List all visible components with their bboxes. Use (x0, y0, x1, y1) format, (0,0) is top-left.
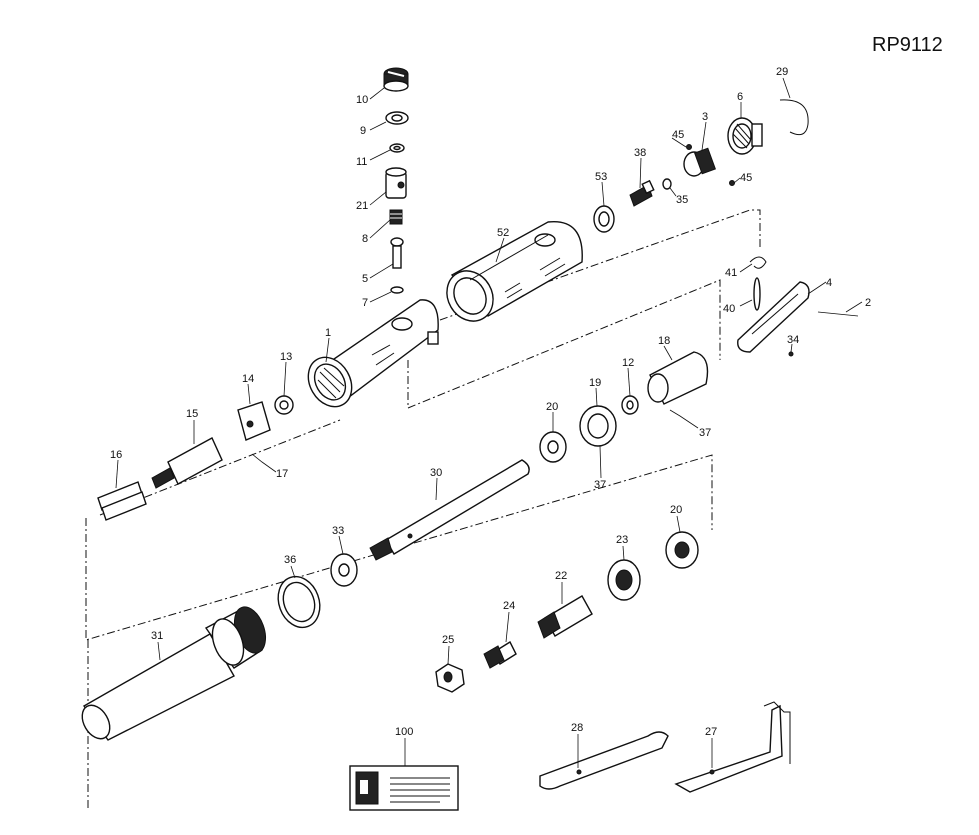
part-8-spring (389, 209, 403, 225)
part-35-oring (662, 178, 672, 190)
part-25-nut (435, 663, 465, 693)
label-part-37-lower: 37 (594, 479, 606, 491)
part-13-bearing (274, 395, 294, 415)
part-10-cap-screw (383, 67, 409, 92)
part-23-gear (607, 559, 641, 601)
part-5-plunger (390, 237, 404, 269)
model-code: RP9112 (872, 34, 943, 56)
assembly-line-housing (439, 209, 761, 321)
label-part-45-top: 45 (672, 129, 684, 141)
label-part-45-bottom: 45 (740, 172, 752, 184)
part-18-cylinder (647, 351, 709, 405)
part-38-valve (629, 179, 655, 207)
part-2-pin (817, 311, 859, 317)
label-part-29: 29 (776, 66, 788, 78)
label-part-8: 8 (362, 233, 368, 245)
label-part-14: 14 (242, 373, 254, 385)
label-part-13: 13 (280, 351, 292, 363)
label-part-22: 22 (555, 570, 567, 582)
label-part-20-lower: 20 (670, 504, 682, 516)
part-1-motor-housing (307, 299, 439, 408)
label-part-5: 5 (362, 273, 368, 285)
part-12-bearing (621, 395, 639, 415)
label-part-24: 24 (503, 600, 515, 612)
part-labels: 10 9 11 21 8 5 7 1 52 53 38 35 3 6 29 45… (110, 66, 871, 738)
part-33-washer (330, 553, 358, 587)
part-41-spring-clip (749, 256, 767, 269)
part-34-pin (788, 351, 794, 357)
part-16-vanes (97, 481, 147, 521)
label-part-35: 35 (676, 194, 688, 206)
label-part-16: 16 (110, 449, 122, 461)
part-21-valve-body (385, 167, 407, 199)
part-40-pin (753, 277, 761, 311)
part-24-collet (483, 640, 517, 669)
label-part-37-right: 37 (699, 427, 711, 439)
label-part-4: 4 (826, 277, 832, 289)
part-19-gear (579, 405, 617, 447)
label-part-6: 6 (737, 91, 743, 103)
label-part-38: 38 (634, 147, 646, 159)
label-part-41: 41 (725, 267, 737, 279)
leader-lines (115, 77, 863, 768)
label-part-15: 15 (186, 408, 198, 420)
label-part-9: 9 (360, 125, 366, 137)
label-part-18: 18 (658, 335, 670, 347)
label-part-52: 52 (497, 227, 509, 239)
label-part-28: 28 (571, 722, 583, 734)
part-20-bearing-lower (665, 531, 699, 569)
label-part-7: 7 (362, 297, 368, 309)
label-part-31: 31 (151, 630, 163, 642)
part-100-warning-decal (349, 765, 459, 811)
part-30-spindle (369, 459, 530, 561)
label-part-33: 33 (332, 525, 344, 537)
label-part-36: 36 (284, 554, 296, 566)
part-45-screws (686, 144, 735, 186)
part-27-wrench (674, 701, 791, 793)
part-11-washer (389, 143, 405, 153)
part-28-wrench (539, 731, 669, 790)
label-part-10: 10 (356, 94, 368, 106)
assembly-line-upper (407, 279, 721, 409)
label-part-1: 1 (325, 327, 331, 339)
label-part-25: 25 (442, 634, 454, 646)
label-part-20-upper: 20 (546, 401, 558, 413)
part-14-end-plate (237, 401, 271, 441)
part-3-inlet-bushing (683, 147, 716, 177)
label-part-21: 21 (356, 200, 368, 212)
part-22-collet-body (537, 595, 593, 639)
label-part-40: 40 (723, 303, 735, 315)
label-part-23: 23 (616, 534, 628, 546)
label-part-19: 19 (589, 377, 601, 389)
part-53-washer (593, 205, 615, 233)
part-36-ring (277, 575, 321, 629)
part-20-bearing-upper (539, 431, 567, 463)
part-6-inlet-screen (727, 117, 763, 155)
label-part-30: 30 (430, 467, 442, 479)
part-7-oring (390, 286, 404, 294)
label-part-17: 17 (276, 468, 288, 480)
part-52-housing (446, 221, 583, 322)
label-part-27: 27 (705, 726, 717, 738)
part-9-washer (385, 111, 409, 125)
label-part-34: 34 (787, 334, 799, 346)
label-part-12: 12 (622, 357, 634, 369)
label-part-11: 11 (356, 156, 367, 168)
part-31-extension-housing (81, 606, 267, 741)
part-29-retaining-ring (779, 99, 809, 136)
label-part-2: 2 (865, 297, 871, 309)
part-15-rotor (151, 437, 223, 489)
label-part-53: 53 (595, 171, 607, 183)
label-part-3: 3 (702, 111, 708, 123)
part-4-throttle-lever (737, 281, 810, 353)
label-part-100: 100 (395, 726, 413, 738)
